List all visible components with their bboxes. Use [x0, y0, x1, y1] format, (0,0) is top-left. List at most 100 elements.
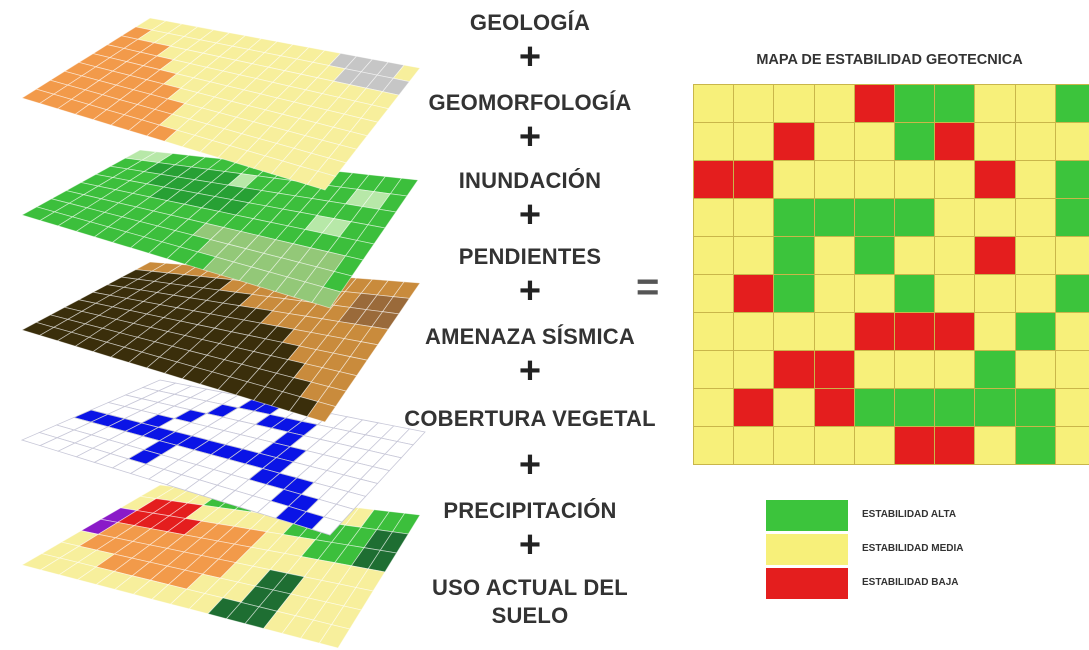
map-cell: [1054, 198, 1089, 237]
map-cell: [934, 426, 976, 465]
map-cell: [693, 274, 735, 313]
map-cell: [813, 84, 855, 123]
map-cell: [693, 388, 735, 427]
plus-sign: +: [518, 444, 542, 486]
map-cell: [733, 198, 775, 237]
map-cell: [733, 312, 775, 351]
map-cell: [1014, 350, 1056, 389]
map-cell: [974, 274, 1016, 313]
map-cell: [693, 350, 735, 389]
map-cell: [773, 236, 815, 275]
map-cell: [733, 388, 775, 427]
map-cell: [773, 312, 815, 351]
map-cell: [813, 198, 855, 237]
map-cell: [733, 236, 775, 275]
map-cell: [853, 198, 895, 237]
map-cell: [894, 84, 936, 123]
map-cell: [813, 426, 855, 465]
layer-cell: [318, 624, 351, 649]
map-cell: [773, 122, 815, 161]
map-cell: [733, 122, 775, 161]
map-cell: [1014, 236, 1056, 275]
map-cell: [813, 350, 855, 389]
map-cell: [853, 274, 895, 313]
map-cell: [813, 388, 855, 427]
map-cell: [894, 312, 936, 351]
map-cell: [813, 274, 855, 313]
map-cell: [934, 160, 976, 199]
factor-label-inundacion: INUNDACIÓN: [458, 168, 602, 193]
map-cell: [1054, 236, 1089, 275]
map-cell: [894, 350, 936, 389]
map-cell: [773, 388, 815, 427]
factor-label-geologia: GEOLOGÍA: [469, 10, 591, 35]
map-cell: [693, 312, 735, 351]
factor-label-geomorfologia: GEOMORFOLOGÍA: [428, 90, 632, 115]
map-cell: [934, 274, 976, 313]
legend-swatch-green: [766, 500, 848, 531]
map-cell: [894, 388, 936, 427]
map-cell: [853, 388, 895, 427]
map-cell: [693, 198, 735, 237]
map-cell: [813, 312, 855, 351]
map-cell: [934, 84, 976, 123]
map-cell: [693, 84, 735, 123]
map-cell: [733, 426, 775, 465]
layer-pendientes: [20, 261, 421, 423]
map-cell: [894, 236, 936, 275]
legend-label-media: ESTABILIDAD MEDIA: [862, 543, 964, 554]
map-cell: [974, 122, 1016, 161]
map-cell: [1054, 274, 1089, 313]
map-cell: [773, 350, 815, 389]
plus-sign: +: [518, 36, 542, 78]
map-cell: [1054, 122, 1089, 161]
map-cell: [853, 122, 895, 161]
layer-cell: [306, 170, 337, 191]
map-cell: [934, 236, 976, 275]
factor-label-amenaza-sismica: AMENAZA SÍSMICA: [425, 324, 635, 349]
map-cell: [853, 160, 895, 199]
map-cell: [934, 122, 976, 161]
map-cell: [813, 122, 855, 161]
map-cell: [934, 388, 976, 427]
map-cell: [693, 160, 735, 199]
map-cell: [1054, 388, 1089, 427]
map-cell: [1054, 312, 1089, 351]
map-cell: [974, 160, 1016, 199]
map-cell: [974, 236, 1016, 275]
map-cell: [1054, 426, 1089, 465]
map-cell: [934, 312, 976, 351]
stability-map-grid: [693, 84, 1089, 465]
map-cell: [733, 160, 775, 199]
equals-sign: =: [636, 265, 660, 309]
map-cell: [1054, 160, 1089, 199]
map-cell: [894, 426, 936, 465]
plus-sign: +: [518, 524, 542, 566]
map-cell: [813, 160, 855, 199]
map-cell: [1014, 198, 1056, 237]
map-cell: [1014, 122, 1056, 161]
map-cell: [733, 350, 775, 389]
map-cell: [853, 84, 895, 123]
map-cell: [974, 350, 1016, 389]
map-cell: [974, 198, 1016, 237]
map-cell: [773, 84, 815, 123]
plus-sign: +: [518, 116, 542, 158]
map-cell: [773, 426, 815, 465]
map-cell: [1014, 388, 1056, 427]
legend-swatch-yellow: [766, 534, 848, 565]
map-cell: [1014, 160, 1056, 199]
legend-swatch-red: [766, 568, 848, 599]
map-cell: [693, 426, 735, 465]
map-cell: [974, 312, 1016, 351]
layer-cell: [306, 401, 337, 423]
map-cell: [1014, 426, 1056, 465]
map-cell: [693, 122, 735, 161]
layer-uso-suelo: [20, 484, 421, 649]
map-cell: [1054, 84, 1089, 123]
map-cell: [1014, 312, 1056, 351]
map-cell: [853, 350, 895, 389]
map-cell: [1014, 84, 1056, 123]
map-cell: [733, 84, 775, 123]
